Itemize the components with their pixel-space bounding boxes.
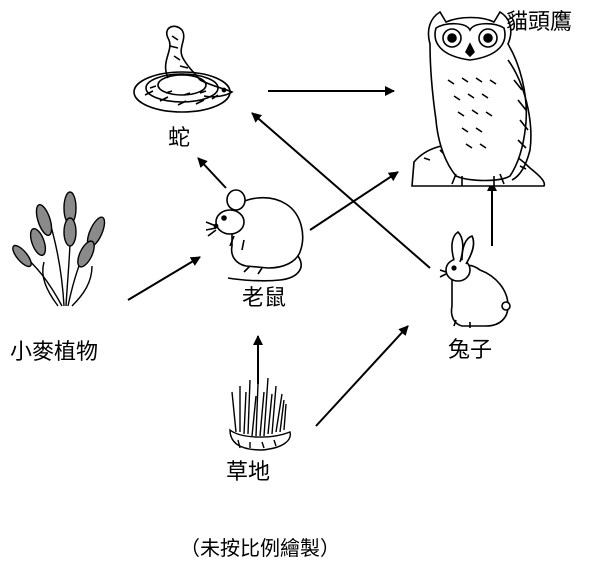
rabbit-icon [439,230,511,328]
wheat-label: 小麥植物 [10,340,99,365]
arrow-grass-to-rabbit [315,325,409,427]
arrow-rabbit-to-snake [251,112,431,269]
arrow-wheat-to-mouse [127,256,201,301]
wheat-icon [12,191,106,307]
owl-label: 貓頭鷹 [506,10,573,35]
snake-icon [133,25,234,113]
grass-icon [229,377,291,451]
mouse-icon [205,189,304,282]
not-to-scale-note: （未按比例繪製） [180,536,340,560]
arrow-mouse-to-snake [197,157,227,189]
arrows [127,86,497,427]
grass-label: 草地 [226,460,271,485]
mouse-label: 老鼠 [242,286,287,311]
snake-label: 蛇 [168,126,191,151]
rabbit-label: 兔子 [448,338,493,363]
owl-icon [411,10,546,187]
